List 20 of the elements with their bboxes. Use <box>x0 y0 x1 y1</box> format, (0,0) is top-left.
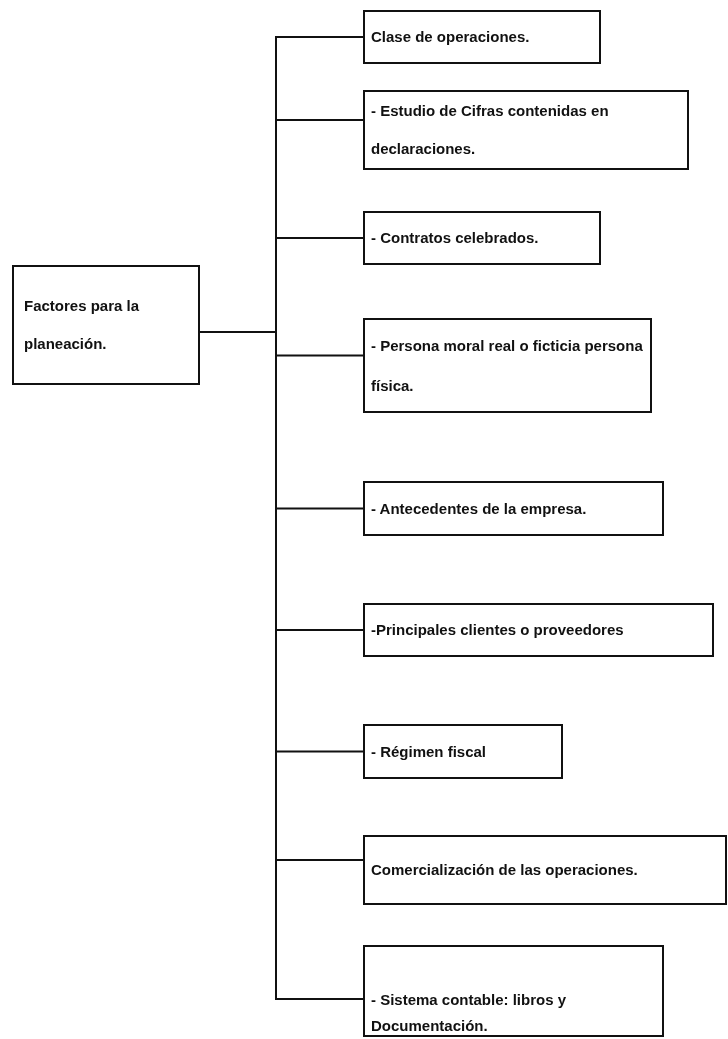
node-label: - Antecedentes de la empresa. <box>371 498 588 519</box>
text-box <box>363 724 563 779</box>
text-box <box>363 945 664 1037</box>
node-label: - Persona moral real o ficticia persona física. <box>371 335 644 396</box>
node-label: -Principales clientes o proveedores <box>371 620 625 640</box>
text-box <box>363 318 652 413</box>
text-box <box>363 10 601 64</box>
node-label: - Sistema contable: libros y Documentación. <box>371 990 568 1036</box>
text-box <box>363 90 689 170</box>
node-label: - Contratos celebrados. <box>371 228 540 248</box>
text-box <box>363 603 714 657</box>
node-label: - Estudio de Cifras contenidas en declaraciones. <box>371 101 610 159</box>
text-box <box>12 265 200 385</box>
text-box <box>363 211 601 265</box>
node-label: Clase de operaciones. <box>371 27 531 47</box>
text-box <box>363 481 664 536</box>
node-label: - Régimen fiscal <box>371 741 488 762</box>
node-label: Factores para la planeación. <box>24 296 141 354</box>
node-label: Comercialización de las operaciones. <box>371 860 639 880</box>
text-box <box>363 835 727 905</box>
